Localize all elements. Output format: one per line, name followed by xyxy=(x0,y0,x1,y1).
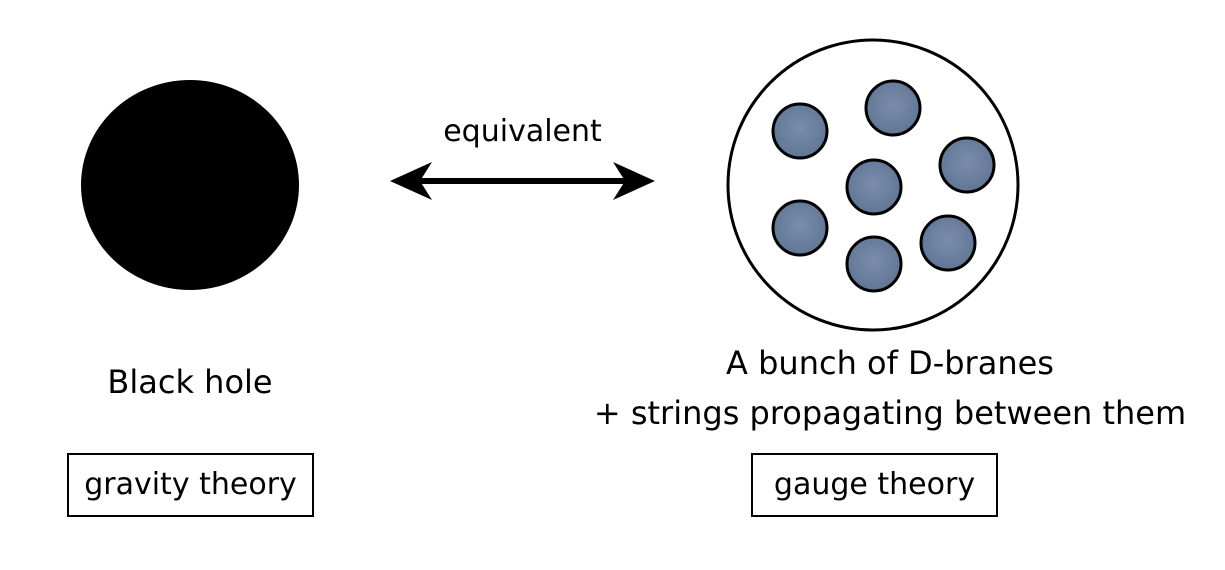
d-brane-label-line2: + strings propagating between them xyxy=(593,394,1187,432)
black-hole-disk xyxy=(81,80,299,290)
equivalence-arrow xyxy=(390,162,655,200)
gauge-theory-box: gauge theory xyxy=(751,453,998,517)
d-brane xyxy=(919,214,977,272)
d-brane xyxy=(845,235,903,293)
d-brane-group xyxy=(771,79,996,293)
gravity-theory-box: gravity theory xyxy=(67,453,314,517)
d-brane xyxy=(864,79,922,137)
d-brane xyxy=(938,136,996,194)
d-brane-label-line1: A bunch of D-branes xyxy=(726,344,1054,382)
d-brane xyxy=(771,102,829,160)
arrowhead-left xyxy=(390,162,432,200)
d-brane xyxy=(771,199,829,257)
arrowhead-right xyxy=(613,162,655,200)
d-brane xyxy=(845,158,903,216)
d-brane-label: A bunch of D-branes + strings propagatin… xyxy=(560,338,1220,438)
arrow-label: equivalent xyxy=(443,114,602,149)
black-hole-label: Black hole xyxy=(107,363,273,401)
